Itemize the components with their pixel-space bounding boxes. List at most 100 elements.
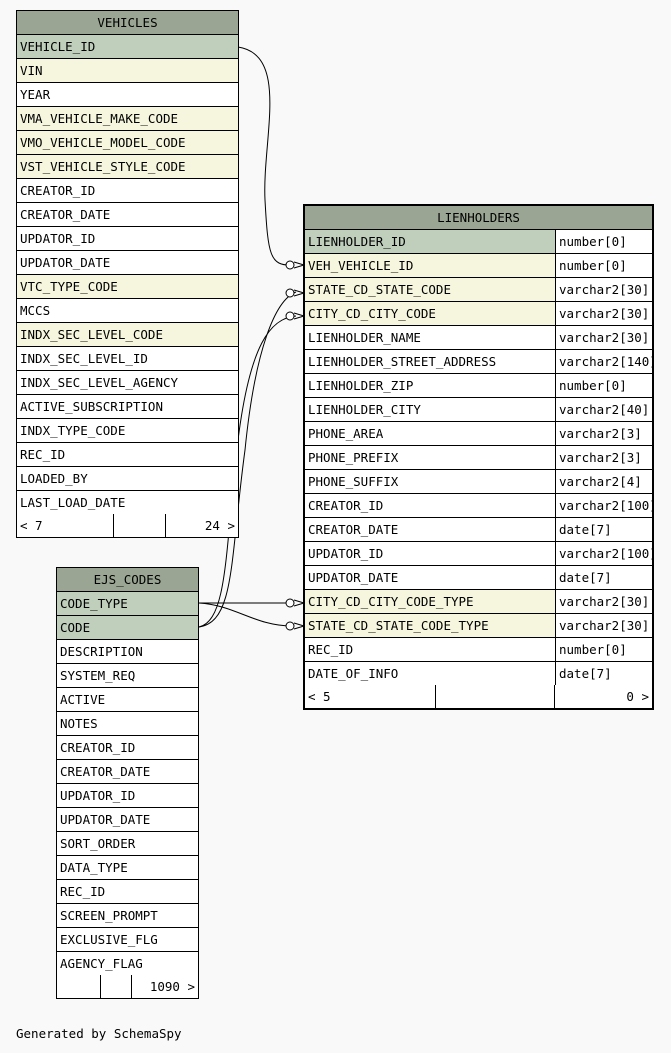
column-row[interactable]: VEHICLE_ID: [17, 35, 238, 59]
column-row[interactable]: ACTIVE: [57, 688, 198, 712]
column-name: ACTIVE_SUBSCRIPTION: [20, 399, 163, 414]
column-row[interactable]: SCREEN_PROMPT: [57, 904, 198, 928]
column-row[interactable]: UPDATOR_ID: [57, 784, 198, 808]
link-vehicle-id: [237, 46, 293, 266]
lienholders-header[interactable]: LIENHOLDERS: [305, 206, 652, 230]
column-name: SYSTEM_REQ: [60, 668, 136, 683]
optional-marker: [285, 621, 295, 631]
column-row[interactable]: DATA_TYPE: [57, 856, 198, 880]
column-name: STATE_CD_STATE_CODE: [308, 282, 451, 297]
column-row[interactable]: INDX_SEC_LEVEL_ID: [17, 347, 238, 371]
column-type: varchar2[3]: [555, 422, 652, 445]
column-row[interactable]: VMA_VEHICLE_MAKE_CODE: [17, 107, 238, 131]
column-row[interactable]: UPDATOR_DATE: [17, 251, 238, 275]
column-row[interactable]: VST_VEHICLE_STYLE_CODE: [17, 155, 238, 179]
column-row[interactable]: REC_ID: [57, 880, 198, 904]
column-row[interactable]: EXCLUSIVE_FLG: [57, 928, 198, 952]
column-row[interactable]: VIN: [17, 59, 238, 83]
column-row[interactable]: CREATOR_DATE: [17, 203, 238, 227]
column-row[interactable]: UPDATOR_DATE: [57, 808, 198, 832]
column-row[interactable]: CODE_TYPE: [57, 592, 198, 616]
column-row[interactable]: SYSTEM_REQ: [57, 664, 198, 688]
column-row[interactable]: LAST_LOAD_DATE: [17, 491, 238, 514]
column-row[interactable]: DESCRIPTION: [57, 640, 198, 664]
column-name: UPDATOR_ID: [20, 231, 96, 246]
ejs-codes-header[interactable]: EJS_CODES: [57, 568, 198, 592]
optional-marker: [285, 260, 295, 270]
column-row[interactable]: PHONE_AREA varchar2[3]: [305, 422, 652, 446]
row-count: [114, 514, 166, 537]
column-name: LIENHOLDER_NAME: [308, 330, 421, 345]
column-name: EXCLUSIVE_FLG: [60, 932, 158, 947]
column-row[interactable]: SORT_ORDER: [57, 832, 198, 856]
column-type: varchar2[40]: [555, 398, 652, 421]
children-count: 24 >: [204, 518, 235, 533]
column-row[interactable]: UPDATOR_ID: [17, 227, 238, 251]
column-row[interactable]: CREATOR_ID: [17, 179, 238, 203]
parents-count: < 7: [17, 514, 114, 537]
optional-marker: [285, 288, 295, 298]
column-name: NOTES: [60, 716, 98, 731]
children-count: 1090 >: [149, 979, 195, 994]
column-row[interactable]: YEAR: [17, 83, 238, 107]
column-row[interactable]: AGENCY_FLAG: [57, 952, 198, 975]
column-row[interactable]: VTC_TYPE_CODE: [17, 275, 238, 299]
column-name: CITY_CD_CITY_CODE: [308, 306, 436, 321]
column-type: date[7]: [555, 518, 652, 541]
row-count: [436, 685, 555, 708]
column-name: MCCS: [20, 303, 51, 318]
column-row[interactable]: INDX_SEC_LEVEL_CODE: [17, 323, 238, 347]
column-name: LIENHOLDER_ID: [308, 234, 406, 249]
column-row[interactable]: CREATOR_ID: [57, 736, 198, 760]
column-name: CITY_CD_CITY_CODE_TYPE: [308, 594, 474, 609]
vehicles-header[interactable]: VEHICLES: [17, 11, 238, 35]
column-row[interactable]: NOTES: [57, 712, 198, 736]
column-row[interactable]: CODE: [57, 616, 198, 640]
column-name: INDX_SEC_LEVEL_ID: [20, 351, 148, 366]
column-row[interactable]: MCCS: [17, 299, 238, 323]
column-name: VST_VEHICLE_STYLE_CODE: [20, 159, 186, 174]
column-name: PHONE_AREA: [308, 426, 384, 441]
column-type: varchar2[30]: [555, 278, 652, 301]
column-row[interactable]: INDX_TYPE_CODE: [17, 419, 238, 443]
column-name: INDX_SEC_LEVEL_AGENCY: [20, 375, 179, 390]
column-type: varchar2[100]: [555, 494, 652, 517]
column-row[interactable]: CREATOR_DATE: [57, 760, 198, 784]
column-name: AGENCY_FLAG: [60, 956, 143, 971]
column-name: VEHICLE_ID: [20, 39, 96, 54]
column-row[interactable]: STATE_CD_STATE_CODE varchar2[30]: [305, 278, 652, 302]
column-name: CREATOR_ID: [20, 183, 96, 198]
column-row[interactable]: ACTIVE_SUBSCRIPTION: [17, 395, 238, 419]
vehicles-footer: < 7 24 >: [17, 514, 238, 537]
column-type: varchar2[100]: [555, 542, 652, 565]
column-row[interactable]: VMO_VEHICLE_MODEL_CODE: [17, 131, 238, 155]
column-row[interactable]: INDX_SEC_LEVEL_AGENCY: [17, 371, 238, 395]
column-name: CREATOR_DATE: [60, 764, 151, 779]
column-name: LIENHOLDER_ZIP: [308, 378, 414, 393]
column-row[interactable]: REC_ID: [17, 443, 238, 467]
column-row[interactable]: LOADED_BY: [17, 467, 238, 491]
column-name: CREATOR_ID: [60, 740, 136, 755]
column-name: VIN: [20, 63, 43, 78]
optional-marker: [285, 311, 295, 321]
